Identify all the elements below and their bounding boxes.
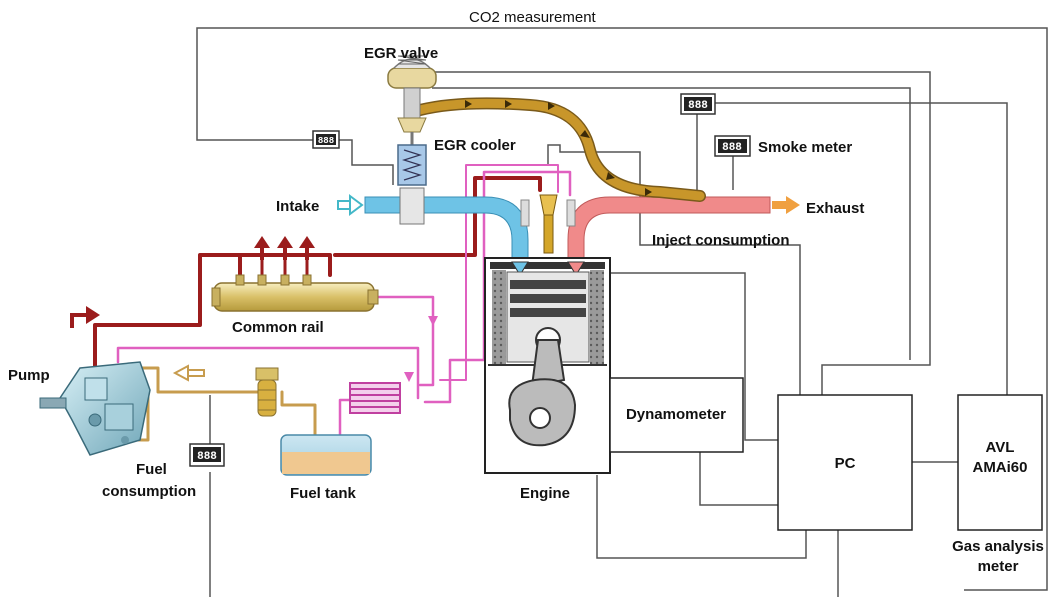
egr-valve-wire — [432, 71, 931, 395]
hp-line-rail-injector — [333, 176, 542, 257]
pc-label: PC — [835, 455, 856, 472]
fuel-tank — [280, 434, 372, 476]
fuel-lines — [93, 164, 572, 447]
feed-tank-filter — [280, 390, 317, 440]
egr-valve — [387, 55, 437, 145]
return-arrow-cooler — [404, 372, 414, 382]
fuel-cooler — [349, 382, 401, 414]
smoke-meter-display-text: 888 — [722, 142, 742, 154]
smoke-meter-label: Smoke meter — [758, 139, 852, 156]
egr-cooler-label: EGR cooler — [434, 137, 516, 154]
return-arrow-down — [428, 316, 438, 326]
avl-label-2: AMAi60 — [972, 459, 1027, 476]
avl-label-1: AVL — [986, 439, 1015, 456]
hp-up-arrow-2 — [277, 236, 293, 260]
pump-label: Pump — [8, 367, 50, 384]
hp-up-arrow-1 — [254, 236, 270, 260]
gas-analysis-label-1: Gas analysis — [952, 538, 1044, 555]
engine-label: Engine — [520, 485, 570, 502]
engine — [484, 257, 611, 474]
return-injector-2 — [439, 164, 559, 381]
exhaust-display: 888 — [680, 93, 716, 115]
intake-arrow — [337, 194, 364, 216]
feed-filter-pump — [128, 366, 264, 394]
exhaust-label: Exhaust — [806, 200, 864, 217]
egr-ctrl-wire — [432, 87, 911, 360]
exhaust-display-text: 888 — [688, 100, 708, 112]
inject-consumption-label: Inject consumption — [652, 232, 790, 249]
hp-up-arrow-3 — [299, 236, 315, 260]
egr-flow-marks — [465, 100, 652, 196]
dyno-pc-wire — [699, 452, 778, 506]
co2-display-text: 888 — [318, 136, 334, 146]
injector-wire — [547, 144, 801, 395]
common-rail-label: Common rail — [232, 319, 324, 336]
exhaust-sensor-wire — [715, 102, 1008, 395]
dynamometer-box — [609, 377, 744, 453]
dynamometer-label: Dynamometer — [626, 406, 726, 423]
signal-wires — [196, 27, 1048, 597]
fuel-consumption-display: 888 — [189, 443, 225, 467]
pump — [39, 361, 151, 456]
fuel-filter — [255, 367, 279, 417]
egr-valve-label: EGR valve — [364, 45, 438, 62]
engine-pc-wire — [610, 272, 778, 441]
feed-arrow-left — [172, 364, 205, 382]
co2-sensor-lead — [339, 139, 394, 185]
return-rail — [375, 295, 435, 387]
fuel-consumption-label-1: Fuel — [136, 461, 167, 478]
flow-arrows — [70, 236, 438, 452]
connecting-rod — [530, 339, 566, 388]
exhaust-arrow — [772, 196, 800, 214]
avl-box — [957, 394, 1043, 531]
co2-display: 888 — [312, 130, 340, 149]
gas-analysis-label-2: meter — [978, 558, 1019, 575]
common-rail — [211, 274, 379, 312]
fuel-tank-label: Fuel tank — [290, 485, 357, 502]
intake-pipe — [364, 196, 529, 259]
fuel-consumption-label-2: consumption — [102, 483, 196, 500]
smoke-meter-display: 888 — [714, 135, 751, 157]
hp-line-pump-rail — [93, 253, 332, 377]
labels: CO2 measurement EGR valve EGR cooler Int… — [8, 9, 1044, 575]
pc-box — [777, 394, 913, 531]
egr-cooler — [397, 144, 427, 225]
co2-wire — [196, 27, 1048, 591]
co2-measurement-label: CO2 measurement — [469, 9, 597, 26]
injector — [520, 194, 576, 254]
pump-out-arrow — [70, 306, 100, 328]
return-pump — [116, 346, 420, 400]
engine-bottom-wire — [596, 475, 807, 559]
cooler-to-tank — [338, 398, 352, 447]
fuel-consumption-display-text: 888 — [197, 451, 217, 463]
intake-label: Intake — [276, 198, 319, 215]
